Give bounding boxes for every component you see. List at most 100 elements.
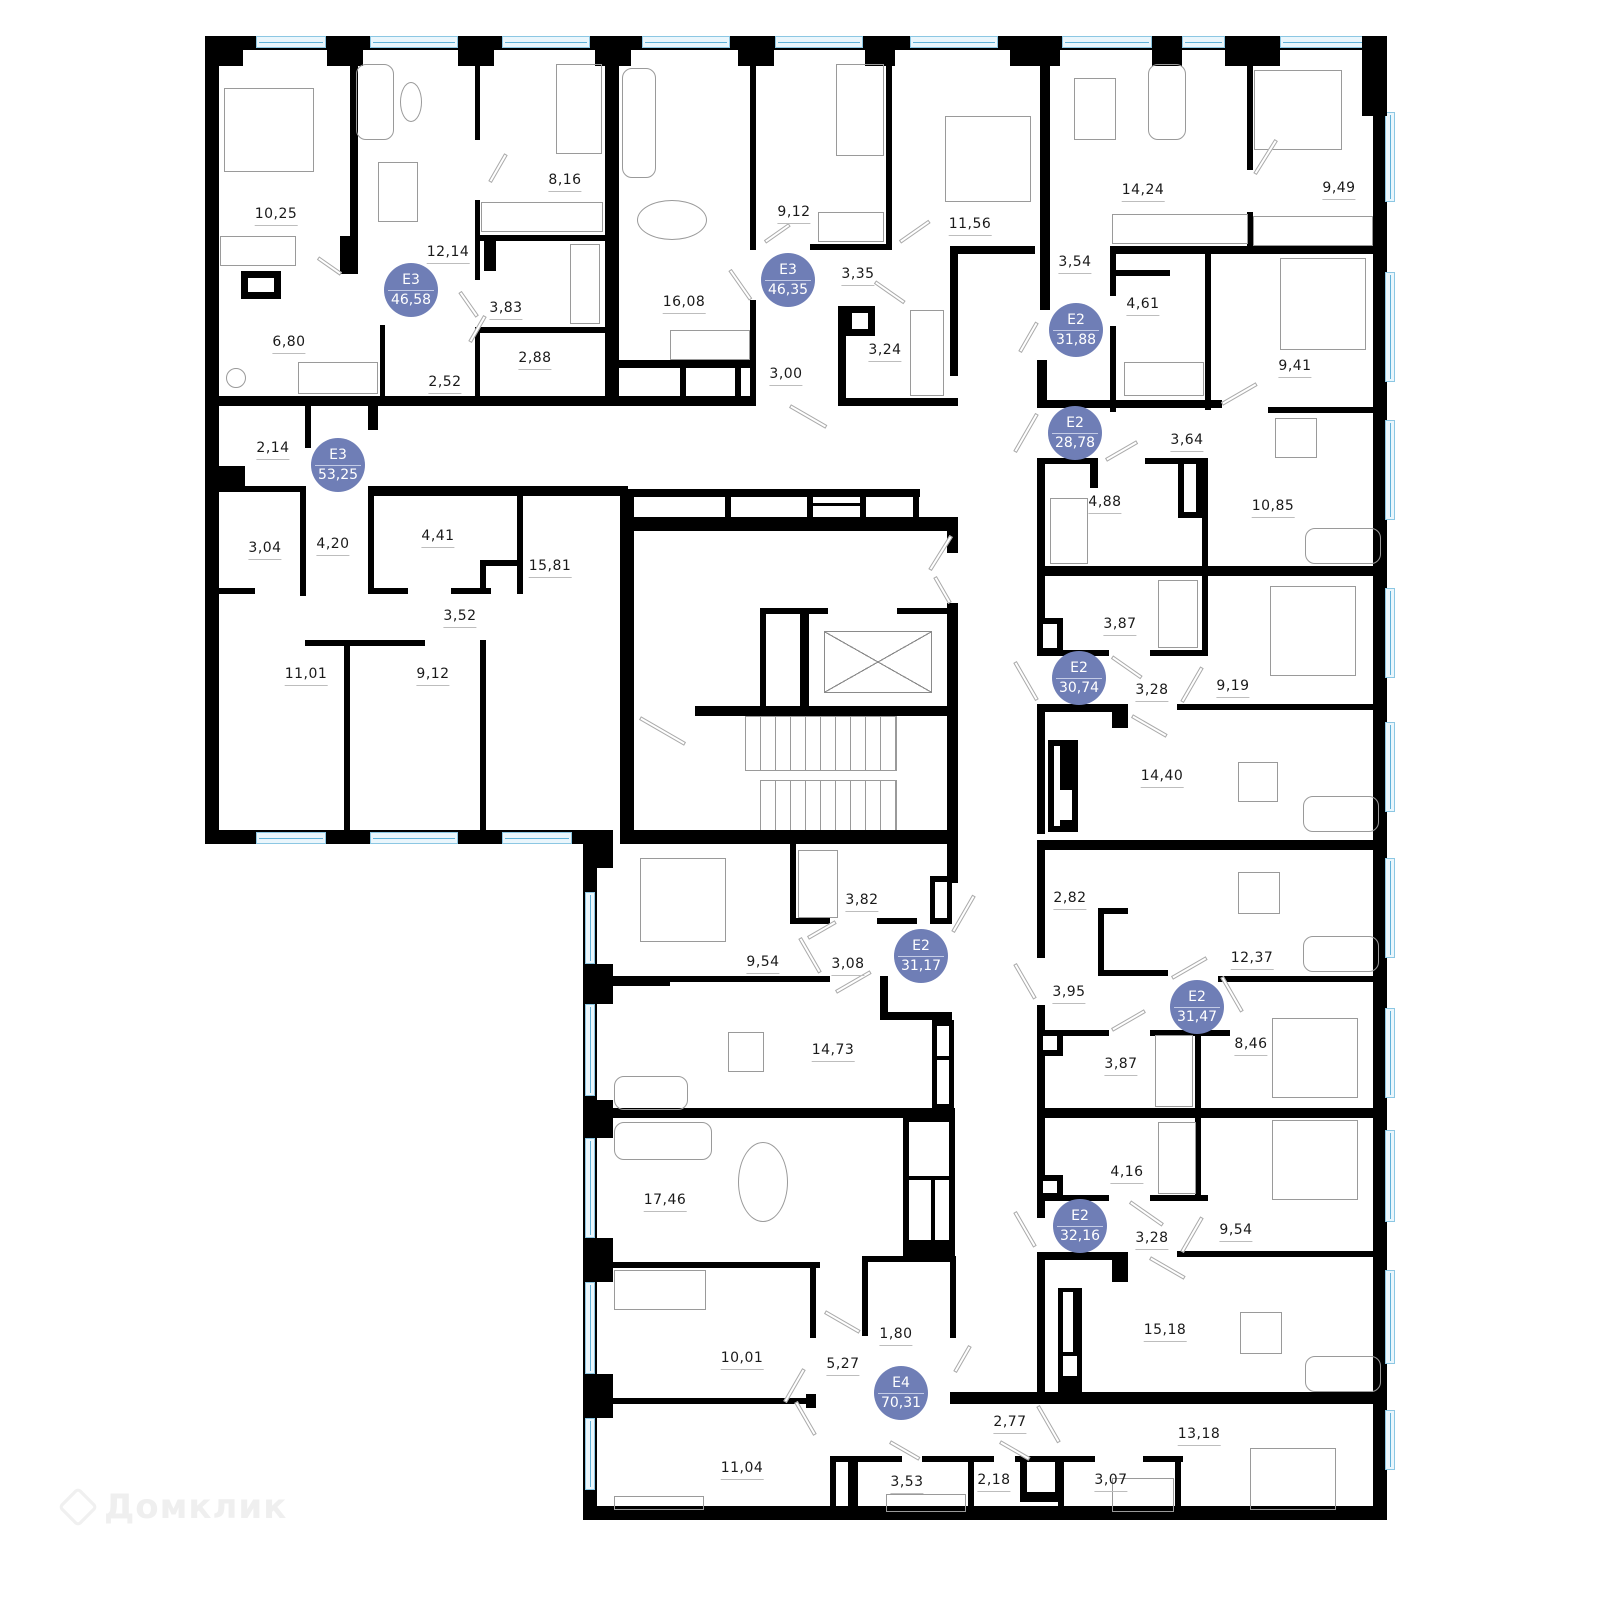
window (370, 36, 458, 48)
room-area-bathroom: 3,83 (489, 300, 523, 320)
wall (475, 327, 605, 333)
wall (620, 830, 955, 844)
wall (1037, 360, 1047, 408)
double-bed (1254, 70, 1342, 150)
sofa (356, 64, 394, 140)
shower-tray (798, 850, 838, 918)
watermark: Домклик (57, 1486, 287, 1528)
apartment-area: 46,35 (767, 281, 809, 298)
badge-divider (1052, 432, 1098, 434)
wall (305, 640, 425, 646)
room-area-living: 14,73 (811, 1042, 855, 1062)
wall (680, 366, 686, 400)
door-swing (1180, 1216, 1204, 1253)
door-swing (1171, 956, 1208, 980)
wall (877, 918, 917, 924)
sofa (1148, 64, 1186, 140)
apartment-area: 31,88 (1055, 331, 1097, 348)
apartment-badge[interactable]: Е2 30,74 (1052, 651, 1106, 705)
apartment-badge[interactable]: Е2 28,78 (1048, 406, 1102, 460)
apartment-area: 46,58 (390, 291, 432, 308)
apartment-type: Е3 (402, 271, 420, 288)
wall (725, 497, 731, 519)
wall (860, 497, 866, 519)
sofa (1303, 936, 1379, 972)
wall (1247, 60, 1253, 170)
dining-table (1074, 78, 1116, 140)
wall (760, 608, 766, 708)
room-area-hall: 3,52 (443, 608, 477, 628)
wall (1143, 1456, 1183, 1462)
wall-pier (1362, 36, 1387, 116)
room-area-living: 10,85 (1251, 498, 1295, 518)
apartment-badge[interactable]: Е2 31,88 (1049, 303, 1103, 357)
wall (950, 1392, 1387, 1404)
room-area-hall: 3,28 (1135, 1230, 1169, 1250)
badge-divider (315, 464, 361, 466)
wardrobe (1253, 216, 1373, 246)
apartment-badge[interactable]: Е3 53,25 (311, 438, 365, 492)
wall (1184, 464, 1196, 512)
wall (583, 1374, 613, 1418)
wall (880, 976, 888, 1018)
wall (1043, 1181, 1057, 1193)
window (642, 36, 730, 48)
wall (935, 882, 947, 918)
room-area-bathroom: 4,88 (1088, 494, 1122, 514)
window (1280, 36, 1370, 48)
room-area-bedroom: 8,46 (1234, 1036, 1268, 1056)
wall (1112, 704, 1128, 728)
wall (583, 964, 613, 1004)
wall (610, 976, 670, 986)
room-area-living: 17,46 (643, 1192, 687, 1212)
room-area-bedroom: 9,12 (416, 666, 450, 686)
apartment-badge[interactable]: Е2 31,17 (894, 929, 948, 983)
apartment-badge[interactable]: Е3 46,58 (384, 263, 438, 317)
apartment-badge[interactable]: Е2 31,47 (1170, 980, 1224, 1034)
wall (950, 1256, 956, 1338)
door-swing (316, 256, 343, 276)
wall (368, 406, 378, 430)
room-area-wc: 2,18 (977, 1472, 1011, 1492)
wall (480, 640, 486, 836)
door-swing (763, 223, 791, 244)
wall (1110, 326, 1116, 412)
dining-table-oval (637, 200, 707, 240)
wall (968, 1462, 974, 1516)
shower-tray (1155, 1035, 1193, 1107)
room-area-hall: 3,95 (1052, 984, 1086, 1004)
wall (750, 60, 756, 250)
wall (806, 1394, 816, 1408)
apartment-badge[interactable]: Е2 32,16 (1053, 1199, 1107, 1253)
wall (862, 1256, 954, 1262)
wall (1037, 1005, 1045, 1125)
dining-table (378, 162, 418, 222)
wall (610, 1108, 955, 1118)
wall (1063, 1292, 1073, 1352)
apartment-badge[interactable]: Е4 70,31 (874, 1366, 928, 1420)
wall (1098, 908, 1128, 914)
window (1385, 1130, 1395, 1222)
wall (810, 244, 890, 250)
wall (1037, 704, 1045, 834)
window (585, 1418, 595, 1490)
sofa (1305, 1356, 1381, 1392)
wall (1037, 840, 1387, 850)
window (910, 36, 998, 48)
wall (605, 60, 619, 406)
wall (950, 246, 958, 376)
sofa (622, 68, 656, 178)
sofa (614, 1122, 712, 1160)
apartment-badge[interactable]: Е3 46,35 (761, 253, 815, 307)
room-area-hall: 3,35 (841, 266, 875, 286)
wall-pier (205, 36, 243, 66)
kitchen-counter (670, 330, 750, 360)
window (585, 1004, 595, 1096)
door-swing (1036, 1405, 1061, 1444)
room-area-hall: 5,27 (826, 1356, 860, 1376)
badge-divider (388, 289, 434, 291)
room-area-bathroom: 4,16 (1110, 1164, 1144, 1184)
room-area-living: 15,18 (1143, 1322, 1187, 1342)
door-swing (1110, 655, 1143, 680)
wall (1015, 1456, 1095, 1462)
